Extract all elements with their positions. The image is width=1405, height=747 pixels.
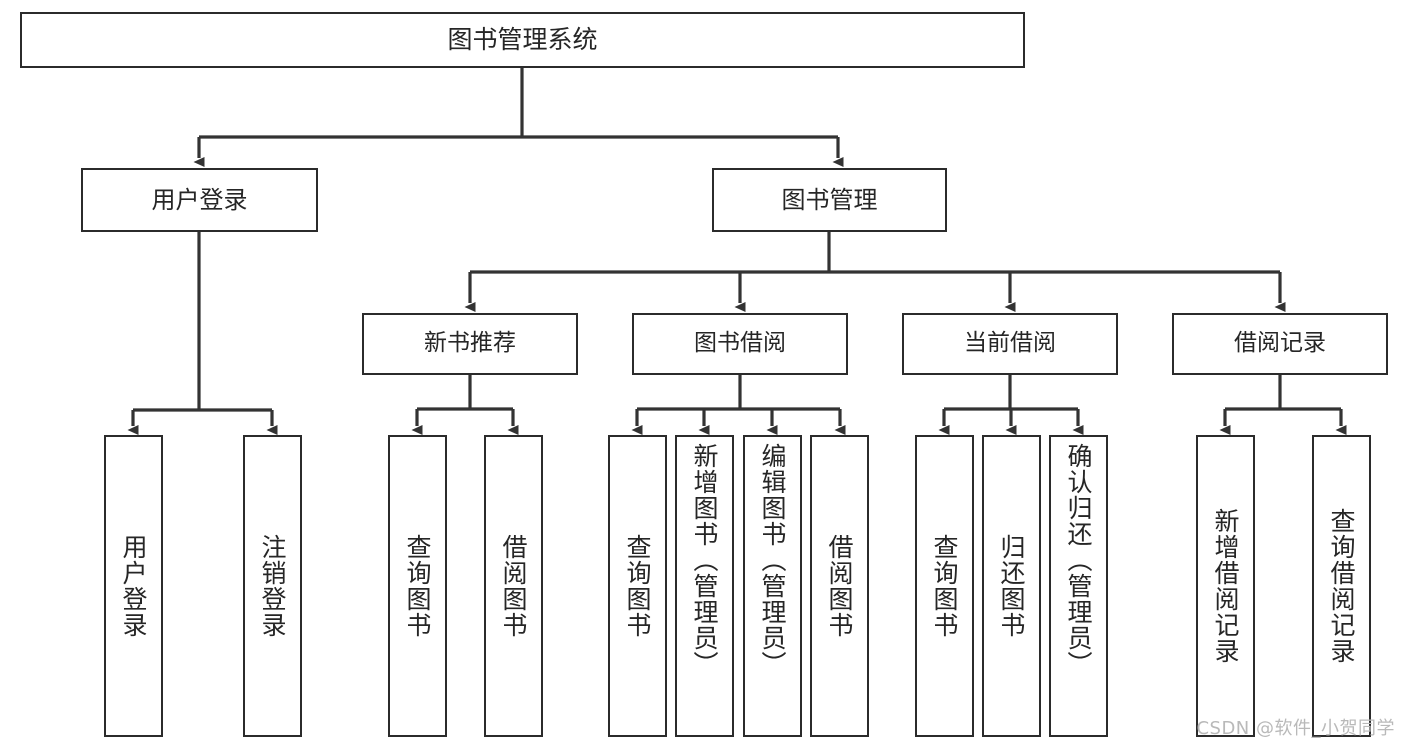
node-leaf-user-login[interactable]: 用户登录	[104, 435, 163, 737]
node-book-management[interactable]: 图书管理	[712, 168, 947, 232]
node-leaf-edit-book[interactable]: 编辑图书（管理员）	[743, 435, 802, 737]
node-leaf-query-book-2-label: 查询图书	[623, 534, 652, 638]
node-root[interactable]: 图书管理系统	[20, 12, 1025, 68]
node-leaf-return-book-label: 归还图书	[997, 534, 1026, 638]
node-user-login-label: 用户登录	[151, 185, 248, 214]
node-leaf-query-book-3[interactable]: 查询图书	[915, 435, 974, 737]
node-leaf-borrow-book-2[interactable]: 借阅图书	[810, 435, 869, 737]
node-borrow-record-label: 借阅记录	[1234, 330, 1326, 357]
watermark-text: CSDN @软件_小贺同学	[1196, 718, 1395, 739]
node-leaf-add-book-label: 新增图书（管理员）	[690, 443, 719, 677]
node-leaf-confirm-return[interactable]: 确认归还（管理员）	[1049, 435, 1108, 737]
node-borrow-record[interactable]: 借阅记录	[1172, 313, 1388, 375]
node-leaf-add-record[interactable]: 新增借阅记录	[1196, 435, 1255, 737]
node-leaf-query-book-1-label: 查询图书	[403, 534, 432, 638]
node-leaf-query-record-label: 查询借阅记录	[1327, 508, 1356, 664]
node-leaf-borrow-book-1-label: 借阅图书	[499, 534, 528, 638]
node-leaf-add-book[interactable]: 新增图书（管理员）	[675, 435, 734, 737]
node-new-book-recommend[interactable]: 新书推荐	[362, 313, 578, 375]
node-leaf-user-login-label: 用户登录	[119, 534, 148, 638]
node-current-borrow-label: 当前借阅	[964, 330, 1056, 357]
node-current-borrow[interactable]: 当前借阅	[902, 313, 1118, 375]
node-book-borrow-label: 图书借阅	[694, 330, 786, 357]
node-root-label: 图书管理系统	[447, 25, 598, 55]
node-leaf-user-logout-label: 注销登录	[258, 534, 287, 638]
node-leaf-query-book-2[interactable]: 查询图书	[608, 435, 667, 737]
node-leaf-borrow-book-1[interactable]: 借阅图书	[484, 435, 543, 737]
node-book-management-label: 图书管理	[781, 185, 878, 214]
node-leaf-add-record-label: 新增借阅记录	[1211, 508, 1240, 664]
node-leaf-edit-book-label: 编辑图书（管理员）	[758, 443, 787, 677]
node-leaf-query-book-1[interactable]: 查询图书	[388, 435, 447, 737]
node-leaf-borrow-book-2-label: 借阅图书	[825, 534, 854, 638]
node-leaf-confirm-return-label: 确认归还（管理员）	[1064, 443, 1093, 677]
node-leaf-return-book[interactable]: 归还图书	[982, 435, 1041, 737]
node-new-book-recommend-label: 新书推荐	[424, 330, 516, 357]
node-book-borrow[interactable]: 图书借阅	[632, 313, 848, 375]
node-user-login[interactable]: 用户登录	[81, 168, 318, 232]
node-leaf-user-logout[interactable]: 注销登录	[243, 435, 302, 737]
node-leaf-query-book-3-label: 查询图书	[930, 534, 959, 638]
node-leaf-query-record[interactable]: 查询借阅记录	[1312, 435, 1371, 737]
